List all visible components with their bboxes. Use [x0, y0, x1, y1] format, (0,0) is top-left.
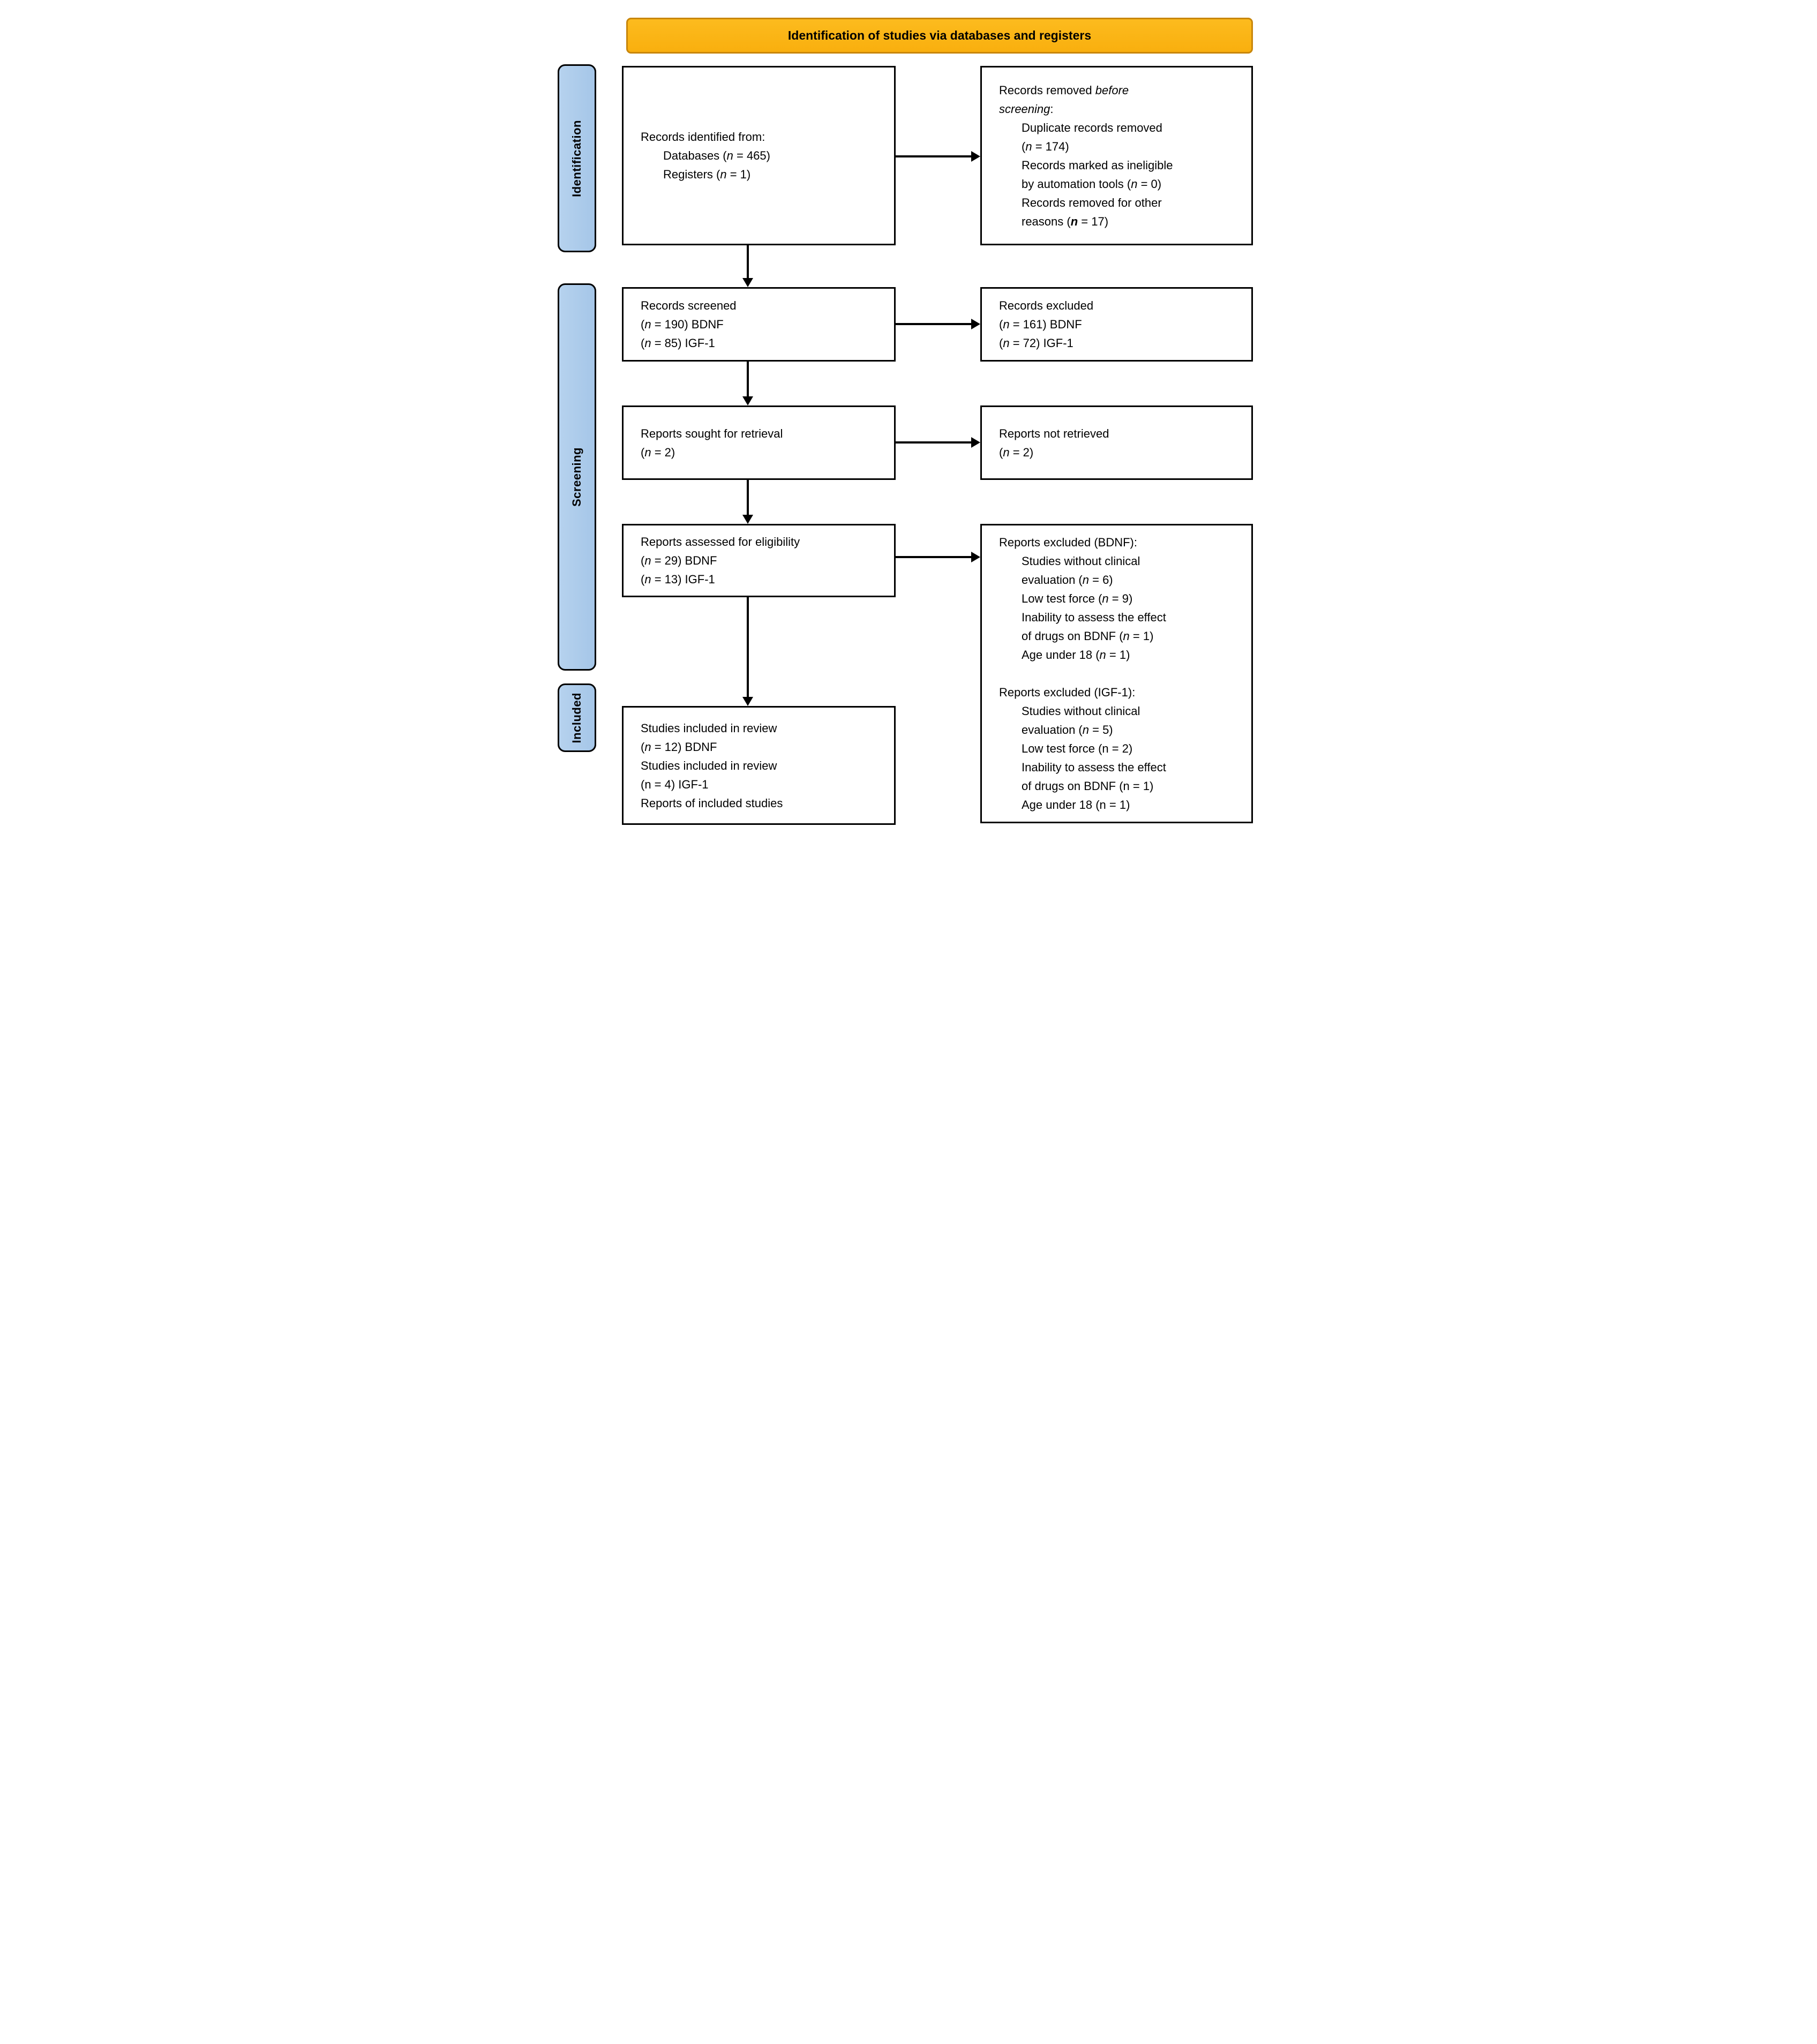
box-reports-assessed-text: Reports assessed for eligibility(n = 29)… — [641, 535, 800, 586]
banner: Identification of studies via databases … — [626, 18, 1253, 54]
box-records-identified-text: Records identified from:Databases (n = 4… — [641, 130, 770, 181]
box-records-identified: Records identified from:Databases (n = 4… — [622, 66, 896, 245]
box-reports-not-retrieved: Reports not retrieved(n = 2) — [980, 405, 1253, 480]
arrowhead-down-icon — [742, 278, 753, 287]
arrowhead-right-icon — [971, 319, 980, 329]
arrowhead-right-icon — [971, 552, 980, 562]
stage-bar-identification: Identification — [558, 64, 596, 252]
box-records-excluded: Records excluded(n = 161) BDNF(n = 72) I… — [980, 287, 1253, 362]
arrowhead-down-icon — [742, 697, 753, 706]
box-reports-sought-text: Reports sought for retrieval(n = 2) — [641, 426, 783, 459]
box-reports-assessed: Reports assessed for eligibility(n = 29)… — [622, 524, 896, 597]
arrowhead-right-icon — [971, 151, 980, 162]
stage-bar-included: Included — [558, 683, 596, 752]
box-records-excluded-text: Records excluded(n = 161) BDNF(n = 72) I… — [999, 299, 1094, 350]
arrowhead-right-icon — [971, 437, 980, 448]
box-records-screened: Records screened(n = 190) BDNF(n = 85) I… — [622, 287, 896, 362]
banner-title: Identification of studies via databases … — [787, 28, 1092, 42]
box-reports-excluded-detail: Reports excluded (BDNF):Studies without … — [980, 524, 1253, 823]
stage-label-included: Included — [570, 692, 583, 743]
prisma-flow-diagram: Identification of studies via databases … — [535, 0, 1282, 840]
arrowhead-down-icon — [742, 396, 753, 405]
stage-label-identification: Identification — [570, 119, 583, 197]
box-records-screened-text: Records screened(n = 190) BDNF(n = 85) I… — [641, 299, 737, 350]
arrowhead-down-icon — [742, 515, 753, 524]
box-reports-not-retrieved-text: Reports not retrieved(n = 2) — [999, 426, 1109, 459]
stage-bar-screening: Screening — [558, 283, 596, 671]
box-reports-sought: Reports sought for retrieval(n = 2) — [622, 405, 896, 480]
box-reports-excluded-detail-text: Reports excluded (BDNF):Studies without … — [999, 536, 1166, 811]
stage-label-screening: Screening — [570, 447, 583, 507]
